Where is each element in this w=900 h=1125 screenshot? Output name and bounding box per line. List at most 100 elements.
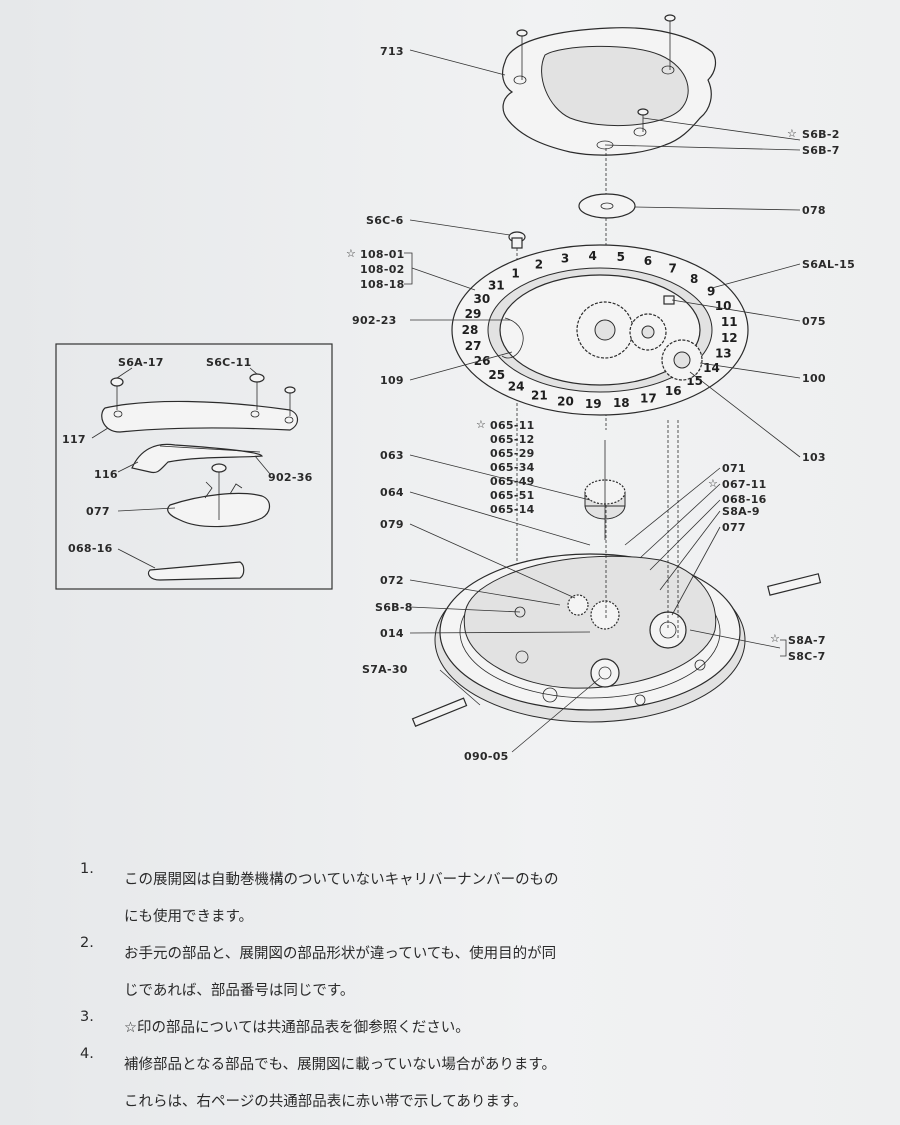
note-text: ☆印の部品については共通部品表を御参照ください。 [124, 1010, 470, 1047]
date-ring-number: 17 [640, 392, 657, 406]
date-ring-number: 24 [508, 380, 525, 394]
note-line: ☆印の部品については共通部品表を御参照ください。 [124, 1020, 470, 1036]
star-s6b-2: ☆ [787, 127, 797, 140]
note-line: この展開図は自動巻機構のついていないキャリバーナンバーのもの [124, 872, 559, 888]
label-065-12: 065-12 [490, 433, 535, 446]
date-ring-number: 19 [585, 397, 602, 411]
date-ring-number: 7 [669, 262, 677, 276]
label-064: 064 [380, 486, 404, 499]
label-s6al-15: S6AL-15 [802, 258, 855, 271]
label-079: 079 [380, 518, 404, 531]
note-number: 2. [80, 935, 94, 951]
label-090-05: 090-05 [464, 750, 509, 763]
label-077: 077 [722, 521, 746, 534]
label-065-34: 065-34 [490, 461, 535, 474]
note-item: 4. 補修部品となる部品でも、展開図に載っていない場合があります。これらは、右ペー… [80, 1047, 870, 1121]
label-065-14: 065-14 [490, 503, 535, 516]
label-078: 078 [802, 204, 826, 217]
label-065-51: 065-51 [490, 489, 535, 502]
inset-label-077: 077 [86, 505, 110, 518]
inset-label-068-16: 068-16 [68, 542, 113, 555]
note-text: この展開図は自動巻機構のついていないキャリバーナンバーのものにも使用できます。 [124, 862, 559, 936]
date-ring-number: 26 [474, 354, 491, 368]
date-ring-number: 1 [511, 267, 519, 281]
note-item: 3. ☆印の部品については共通部品表を御参照ください。 [80, 1010, 870, 1047]
date-ring-number: 21 [531, 389, 548, 403]
note-text: 補修部品となる部品でも、展開図に載っていない場合があります。これらは、右ページの… [124, 1047, 556, 1121]
label-063: 063 [380, 449, 404, 462]
part-063-wheel [584, 440, 626, 540]
star-s8a-7: ☆ [770, 632, 780, 645]
label-s6b-7: S6B-7 [802, 144, 840, 157]
date-ring-number: 10 [715, 299, 732, 313]
star-108-01: ☆ [346, 247, 356, 260]
date-ring-number: 12 [721, 331, 738, 345]
date-ring-number: 9 [707, 285, 715, 299]
date-ring-number: 18 [613, 396, 630, 410]
star-067-11: ☆ [708, 477, 718, 490]
label-s6b-8: S6B-8 [375, 601, 413, 614]
star-065-11: ☆ [476, 418, 486, 431]
label-713: 713 [380, 45, 404, 58]
date-ring-number: 27 [465, 339, 482, 353]
label-108-02: 108-02 [360, 263, 405, 276]
label-s6b-2: S6B-2 [802, 128, 840, 141]
note-line: にも使用できます。 [124, 909, 254, 925]
note-line: これらは、右ページの共通部品表に赤い帯で示してあります。 [124, 1094, 528, 1110]
inset-label-s6a-17: S6A-17 [118, 356, 164, 369]
label-065-11: 065-11 [490, 419, 535, 432]
date-ring-number: 14 [703, 361, 720, 375]
label-902-23: 902-23 [352, 314, 397, 327]
label-065-29: 065-29 [490, 447, 535, 460]
date-ring-number: 5 [617, 250, 625, 264]
date-ring-number: 8 [690, 272, 698, 286]
notes-section: 1. この展開図は自動巻機構のついていないキャリバーナンバーのものにも使用できます… [80, 862, 870, 1121]
date-ring-number: 13 [715, 347, 732, 361]
note-item: 1. この展開図は自動巻機構のついていないキャリバーナンバーのものにも使用できます… [80, 862, 870, 936]
label-014: 014 [380, 627, 404, 640]
inset-box [55, 343, 333, 590]
label-065-49: 065-49 [490, 475, 535, 488]
note-number: 3. [80, 1009, 94, 1025]
note-number: 1. [80, 861, 94, 877]
date-ring-number: 30 [474, 292, 491, 306]
inset-label-s6c-11: S6C-11 [206, 356, 252, 369]
label-072: 072 [380, 574, 404, 587]
label-s8a-9: S8A-9 [722, 505, 760, 518]
date-ring-number: 2 [535, 258, 543, 272]
label-108-18: 108-18 [360, 278, 405, 291]
leader-lines [91, 49, 801, 753]
part-s6c-6-screw [508, 231, 526, 660]
label-071: 071 [722, 462, 746, 475]
label-103: 103 [802, 451, 826, 464]
label-109: 109 [380, 374, 404, 387]
date-ring-number: 31 [488, 278, 505, 292]
part-078-washer [578, 193, 636, 219]
label-s8c-7: S8C-7 [788, 650, 826, 663]
date-ring-number: 29 [465, 307, 482, 321]
date-ring-number: 4 [589, 249, 597, 263]
part-902-23-spring [501, 317, 524, 359]
note-number: 4. [80, 1046, 94, 1062]
label-s6c-6: S6C-6 [366, 214, 404, 227]
label-s7a-30: S7A-30 [362, 663, 408, 676]
date-ring-number: 6 [644, 254, 652, 268]
label-108-01: 108-01 [360, 248, 405, 261]
note-line: お手元の部品と、展開図の部品形状が違っていても、使用目的が同 [124, 946, 557, 962]
note-item: 2. お手元の部品と、展開図の部品形状が違っていても、使用目的が同じであれば、部品… [80, 936, 870, 1010]
date-ring-number: 20 [557, 394, 574, 408]
inset-label-116: 116 [94, 468, 118, 481]
label-100: 100 [802, 372, 826, 385]
note-line: 補修部品となる部品でも、展開図に載っていない場合があります。 [124, 1057, 556, 1073]
note-text: お手元の部品と、展開図の部品形状が違っていても、使用目的が同じであれば、部品番号… [124, 936, 556, 1010]
date-ring-number: 28 [462, 323, 479, 337]
label-067-11: 067-11 [722, 478, 767, 491]
part-movement-mainplate [411, 420, 822, 727]
date-ring-number: 11 [721, 315, 738, 329]
inset-label-902-36: 902-36 [268, 471, 313, 484]
date-ring-number: 16 [665, 384, 682, 398]
label-s8a-7: S8A-7 [788, 634, 826, 647]
label-068-16: 068-16 [722, 493, 767, 506]
